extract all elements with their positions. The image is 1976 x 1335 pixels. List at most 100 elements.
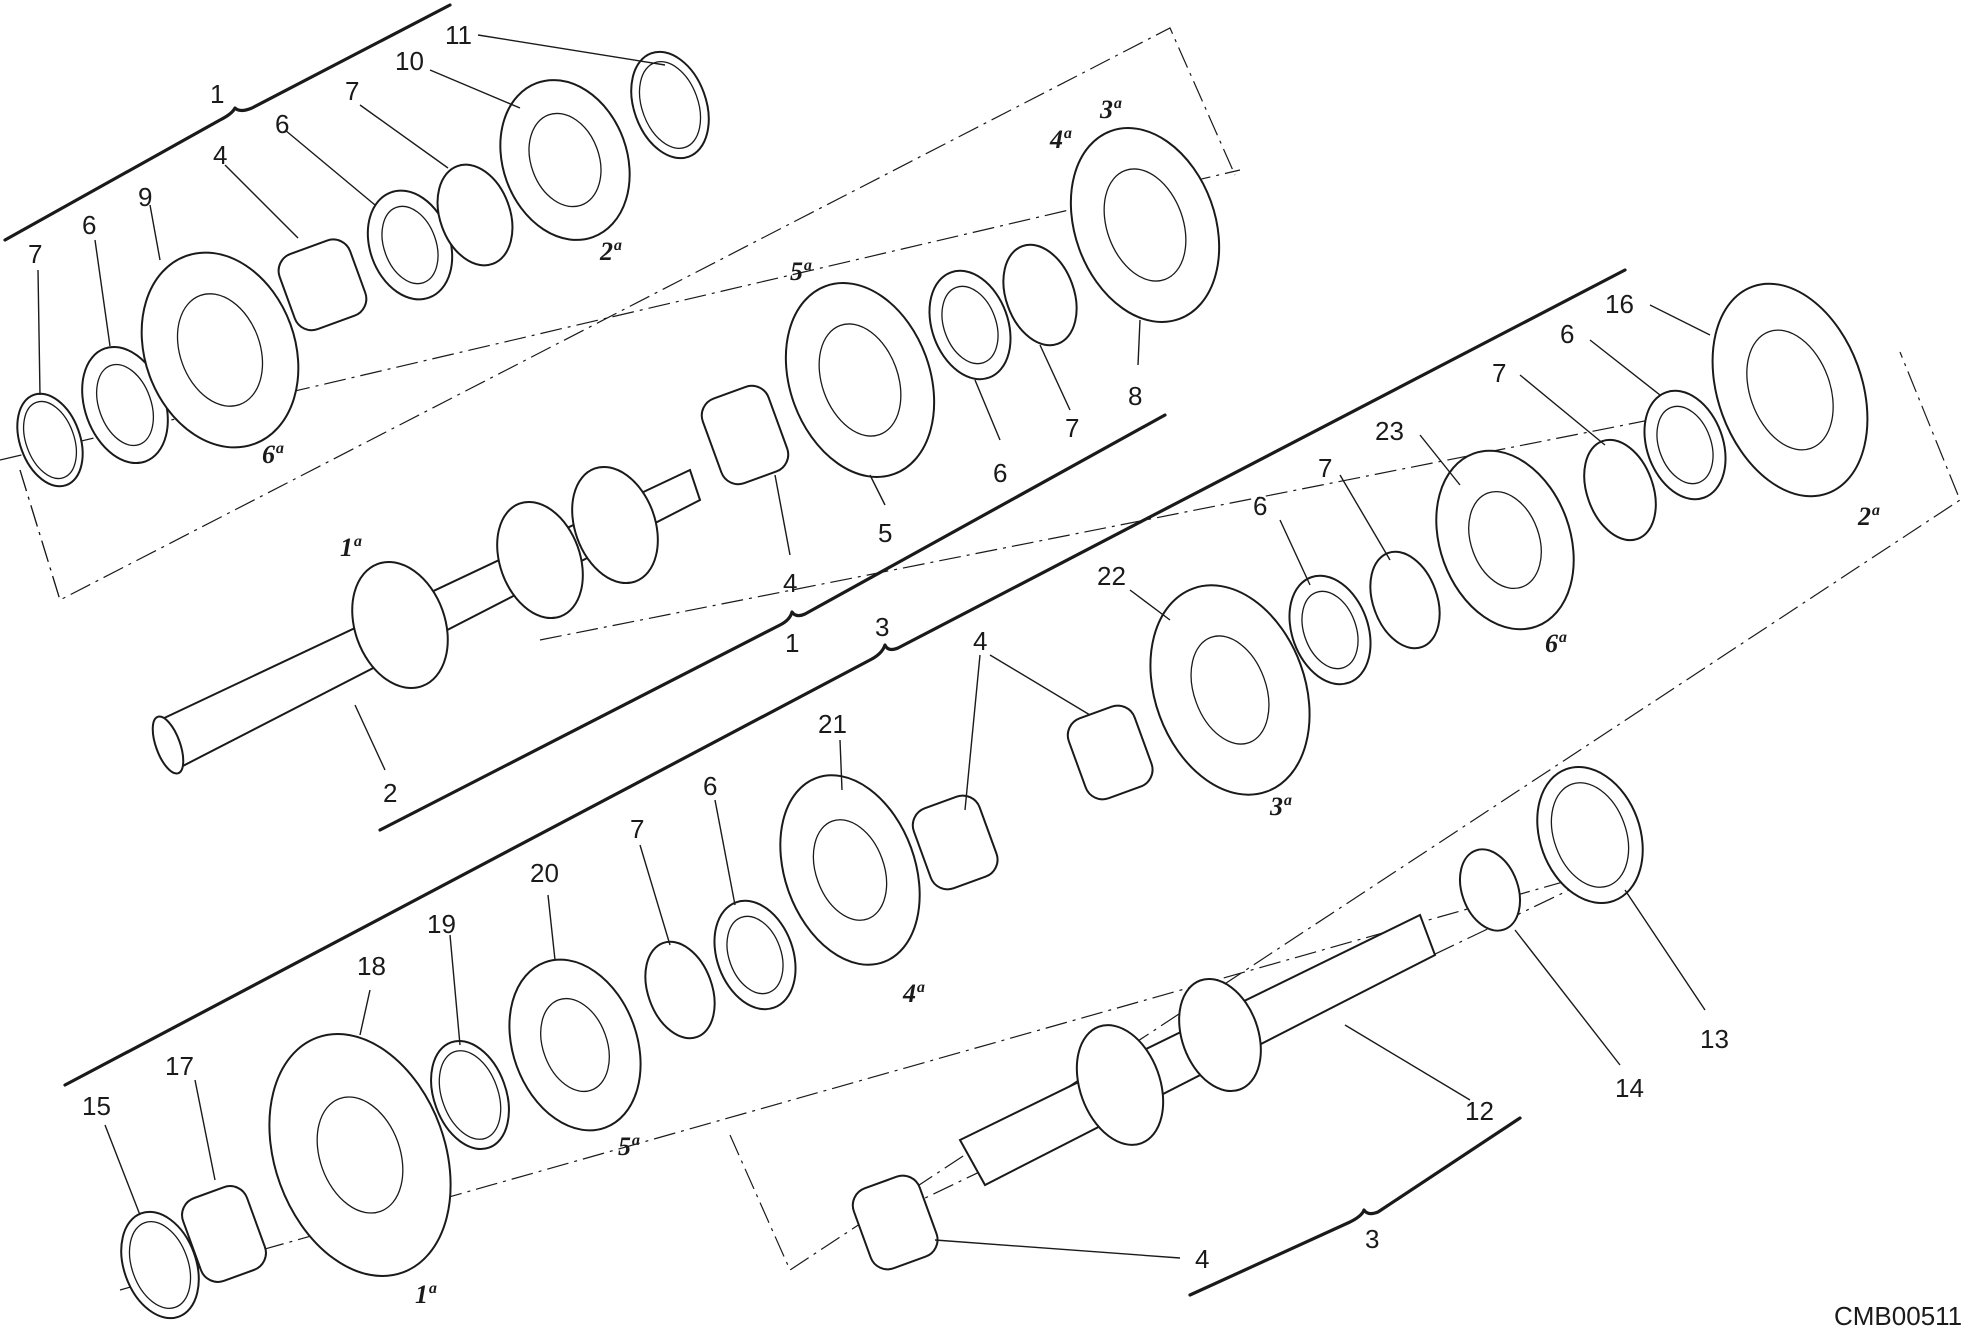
washer-6-right — [1643, 389, 1727, 501]
callout-6: 6 — [993, 458, 1007, 488]
gear-label-6th-right: 6ª — [1545, 629, 1567, 658]
gear-16-2nd — [1711, 282, 1869, 498]
callout-15: 15 — [82, 1091, 111, 1121]
callout-4: 4 — [1195, 1244, 1209, 1274]
callout-8: 8 — [1128, 381, 1142, 411]
callout-23: 23 — [1375, 416, 1404, 446]
gear-label-3rd: 3ª — [1099, 95, 1122, 124]
washer-6-mid — [928, 269, 1012, 381]
callout-6: 6 — [275, 109, 289, 139]
circlip-7-right — [1583, 438, 1657, 542]
gear-label-4th-lower: 4ª — [902, 979, 925, 1008]
gear-8-4th-3rd — [1069, 127, 1221, 323]
axis-top-upper — [0, 169, 1241, 461]
callout-9: 9 — [138, 182, 152, 212]
callout-numbers: 11 10 7 6 4 9 6 7 1 5ª 4ª 3ª 8 7 6 5 4 1… — [28, 20, 1880, 1309]
gear-5-5th — [784, 282, 936, 478]
callout-7: 7 — [1065, 413, 1079, 443]
needle-bearing-4-mid — [700, 384, 790, 486]
gear-label-2nd-top: 2ª — [599, 237, 622, 266]
callout-2: 2 — [383, 778, 397, 808]
top-shaft-outline-left — [19, 469, 61, 601]
brace-bottom-3 — [1188, 1116, 1522, 1297]
circlip-7-top-left — [16, 392, 84, 488]
callout-6: 6 — [703, 771, 717, 801]
callout-1-mid: 1 — [785, 628, 799, 658]
top-shaft-outline — [19, 27, 1236, 601]
callout-7: 7 — [630, 814, 644, 844]
callout-14: 14 — [1615, 1073, 1644, 1103]
brace-top-1 — [3, 3, 452, 242]
callout-7: 7 — [345, 76, 359, 106]
needle-bearing-17 — [181, 1185, 267, 1283]
callout-6: 6 — [82, 210, 96, 240]
callout-16: 16 — [1605, 289, 1634, 319]
callout-4: 4 — [783, 568, 797, 598]
gear-9-6th — [140, 251, 300, 449]
gear-label-6th-top: 6ª — [262, 440, 284, 469]
gear-18-1st — [268, 1032, 452, 1278]
callout-6: 6 — [1560, 319, 1574, 349]
callout-6: 6 — [1253, 491, 1267, 521]
middle-dashdot-divider — [539, 409, 1701, 641]
gear-23-6th — [1435, 449, 1575, 631]
bottom-shaft-outline — [729, 351, 1961, 1271]
shaft-gear-2nd — [571, 465, 659, 585]
circlip-7-top — [436, 163, 514, 267]
circlip-7-mid-right — [1369, 550, 1441, 650]
needle-bearing-4-bottom — [851, 1174, 939, 1271]
braces — [3, 3, 1627, 1297]
brace-mid-3 — [63, 268, 1627, 1087]
gear-label-5th-lower: 5ª — [618, 1132, 640, 1161]
washer-19 — [430, 1039, 510, 1151]
callout-7: 7 — [28, 239, 42, 269]
needle-bearing-4-right — [1066, 704, 1154, 801]
washer-6-mid-right — [1288, 574, 1372, 686]
washer-11 — [630, 50, 710, 160]
bushing-13 — [1536, 766, 1644, 904]
leader-lines — [37, 34, 1711, 1259]
callout-20: 20 — [530, 858, 559, 888]
callout-11: 11 — [445, 20, 472, 50]
callout-21: 21 — [818, 709, 847, 739]
drawing-code: CMB00511 — [1834, 1301, 1962, 1331]
parts — [16, 50, 1869, 1320]
washer-15 — [120, 1210, 200, 1320]
circlip-7-mid — [1002, 243, 1078, 347]
gear-21-4th — [779, 774, 921, 966]
callout-7: 7 — [1318, 453, 1332, 483]
washer-6-lower — [713, 899, 797, 1011]
callout-5: 5 — [878, 518, 892, 548]
callout-22: 22 — [1097, 561, 1126, 591]
gear-label-1st: 1ª — [340, 533, 362, 562]
gear-label-2nd-right: 2ª — [1857, 502, 1880, 531]
circlip-7-lower — [644, 940, 716, 1040]
callout-4: 4 — [973, 626, 987, 656]
needle-bearing-4-top — [277, 238, 368, 332]
assembly-outlines — [19, 27, 1961, 1271]
gear-label-1st-lower: 1ª — [415, 1280, 437, 1309]
brace-mid-1 — [378, 413, 1167, 832]
gear-label-3rd-right: 3ª — [1269, 792, 1292, 821]
gear-20-5th — [508, 958, 642, 1132]
circlip-14 — [1459, 848, 1521, 932]
callout-13: 13 — [1700, 1024, 1729, 1054]
callout-3-mid: 3 — [875, 612, 889, 642]
shaft-splines — [496, 500, 584, 620]
callout-17: 17 — [165, 1051, 194, 1081]
callout-12: 12 — [1465, 1096, 1494, 1126]
callout-3-bottom: 3 — [1365, 1224, 1379, 1254]
callout-19: 19 — [427, 909, 456, 939]
gear-22-3rd — [1149, 584, 1311, 796]
callout-10: 10 — [395, 46, 424, 76]
shaft-gear-1st — [351, 561, 449, 689]
needle-bearing-4-center — [911, 794, 999, 891]
gear-label-4th: 4ª — [1049, 125, 1072, 154]
callout-1: 1 — [210, 79, 224, 109]
callout-4: 4 — [213, 140, 227, 170]
callout-18: 18 — [357, 951, 386, 981]
callout-7: 7 — [1492, 358, 1506, 388]
gear-label-5th: 5ª — [790, 257, 812, 286]
gear-10-2nd — [499, 79, 631, 241]
